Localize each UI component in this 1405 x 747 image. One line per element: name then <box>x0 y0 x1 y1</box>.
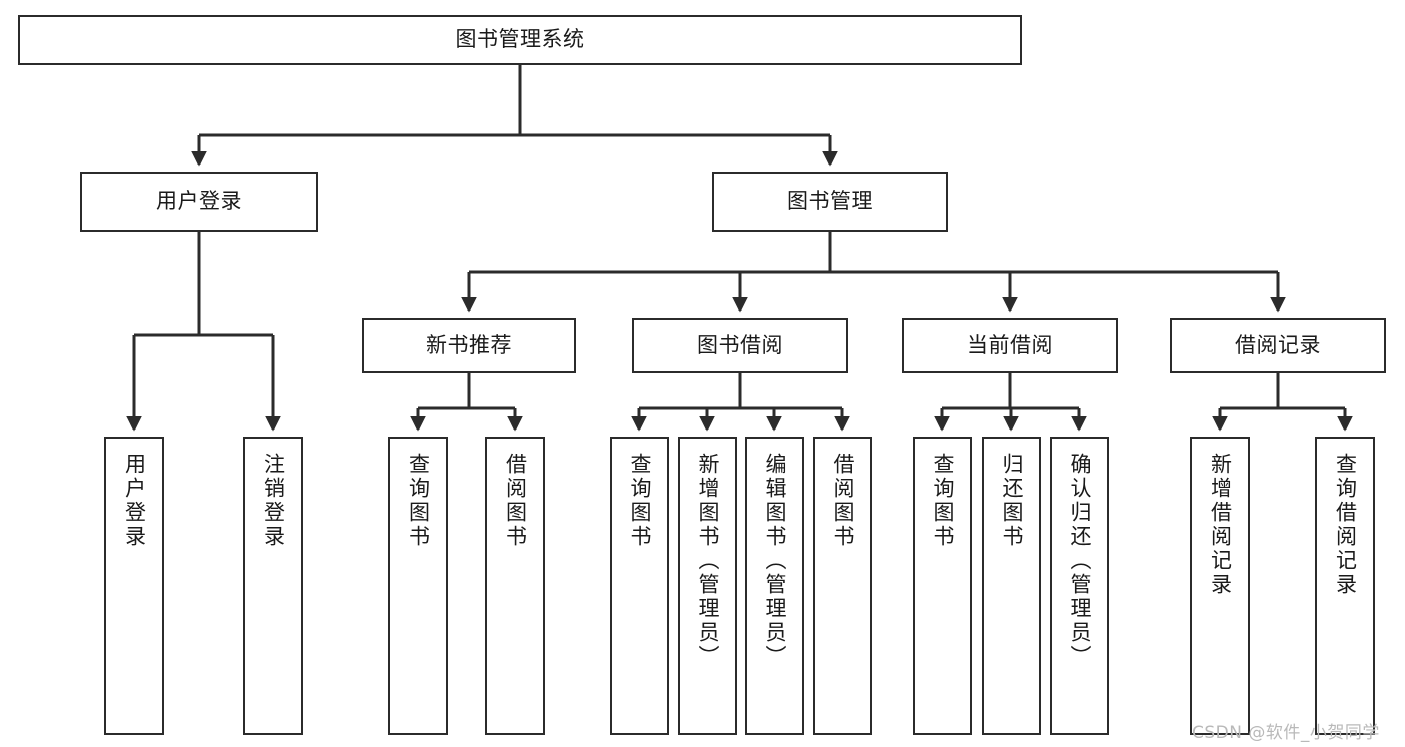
node-leaf-return-book-label: 归还图书 <box>1000 453 1024 549</box>
node-leaf-borrow-book-1[interactable]: 借阅图书 <box>485 437 545 735</box>
node-leaf-query-record[interactable]: 查询借阅记录 <box>1315 437 1375 735</box>
node-leaf-borrow-book-1-label: 借阅图书 <box>503 453 528 549</box>
node-leaf-borrow-book-2-label: 借阅图书 <box>831 453 855 549</box>
node-leaf-borrow-book-2[interactable]: 借阅图书 <box>813 437 872 735</box>
node-user-login-label: 用户登录 <box>156 189 242 214</box>
node-leaf-add-record[interactable]: 新增借阅记录 <box>1190 437 1250 735</box>
node-root[interactable]: 图书管理系统 <box>18 15 1022 65</box>
node-leaf-query-book-1-label: 查询图书 <box>406 453 431 549</box>
node-leaf-edit-book-label: 编辑图书（管理员） <box>763 453 787 669</box>
node-leaf-confirm-return[interactable]: 确认归还（管理员） <box>1050 437 1109 735</box>
node-current-borrow-label: 当前借阅 <box>967 332 1053 357</box>
node-leaf-return-book[interactable]: 归还图书 <box>982 437 1041 735</box>
node-leaf-user-login-label: 用户登录 <box>122 453 147 549</box>
node-leaf-add-record-label: 新增借阅记录 <box>1208 453 1233 597</box>
node-leaf-confirm-return-label: 确认归还（管理员） <box>1068 453 1092 669</box>
node-leaf-user-logout-label: 注销登录 <box>261 453 286 549</box>
node-leaf-add-book[interactable]: 新增图书（管理员） <box>678 437 737 735</box>
node-new-book-recommend[interactable]: 新书推荐 <box>362 318 576 373</box>
node-leaf-query-book-3-label: 查询图书 <box>931 453 955 549</box>
node-book-borrow[interactable]: 图书借阅 <box>632 318 848 373</box>
node-leaf-query-book-3[interactable]: 查询图书 <box>913 437 972 735</box>
node-book-manage-label: 图书管理 <box>787 189 873 214</box>
node-leaf-query-record-label: 查询借阅记录 <box>1333 453 1358 597</box>
node-leaf-query-book-1[interactable]: 查询图书 <box>388 437 448 735</box>
node-leaf-query-book-2-label: 查询图书 <box>628 453 652 549</box>
node-current-borrow[interactable]: 当前借阅 <box>902 318 1118 373</box>
node-borrow-record-label: 借阅记录 <box>1235 332 1321 357</box>
node-leaf-query-book-2[interactable]: 查询图书 <box>610 437 669 735</box>
node-borrow-record[interactable]: 借阅记录 <box>1170 318 1386 373</box>
node-user-login[interactable]: 用户登录 <box>80 172 318 232</box>
node-leaf-edit-book[interactable]: 编辑图书（管理员） <box>745 437 804 735</box>
node-book-manage[interactable]: 图书管理 <box>712 172 948 232</box>
node-book-borrow-label: 图书借阅 <box>697 332 783 357</box>
node-new-book-recommend-label: 新书推荐 <box>426 332 512 357</box>
node-leaf-user-logout[interactable]: 注销登录 <box>243 437 303 735</box>
node-leaf-user-login[interactable]: 用户登录 <box>104 437 164 735</box>
node-root-label: 图书管理系统 <box>455 27 585 52</box>
node-leaf-add-book-label: 新增图书（管理员） <box>696 453 720 669</box>
csdn-watermark: CSDN @软件_小贺同学 <box>1192 723 1380 743</box>
